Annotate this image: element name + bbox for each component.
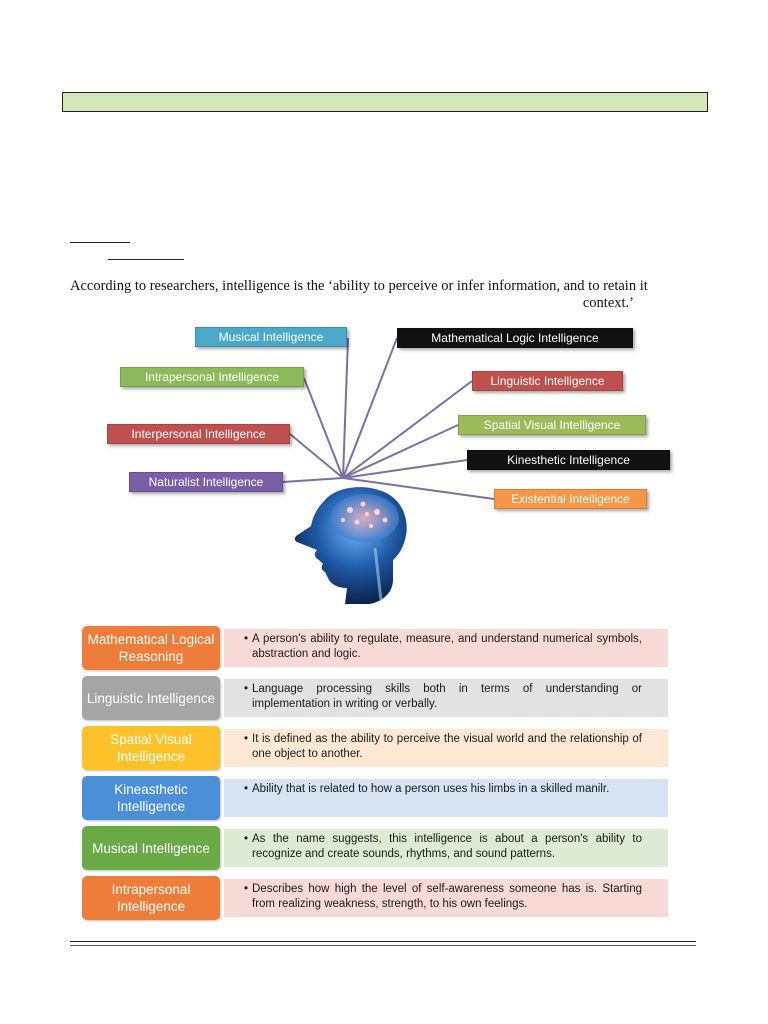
intro-line-1: According to researchers, intelligence i… [70,278,648,294]
row-badge-spatial: Spatial Visual Intelligence [82,726,220,770]
row-description: As the name suggests, this intelligence … [224,829,668,867]
table-row: Linguistic Intelligence Language process… [82,676,668,720]
heading-underline-2 [108,259,184,260]
brain-head-image [285,480,415,605]
label-spatial: Spatial Visual Intelligence [458,415,646,435]
connector-kinesthetic [342,459,468,479]
header-bar [62,92,708,112]
label-naturalist: Naturalist Intelligence [129,472,283,492]
footer-rule [70,941,696,942]
intelligence-diagram: Musical Intelligence Intrapersonal Intel… [0,320,768,610]
row-description: Ability that is related to how a person … [224,779,668,817]
row-description: Describes how high the level of self-awa… [224,879,668,917]
connector-naturalist [282,477,344,483]
table-row: Mathematical Logical Reasoning A person'… [82,626,668,670]
row-badge-intrapersonal: Intrapersonal Intelligence [82,876,220,920]
label-interpersonal: Interpersonal Intelligence [107,424,290,444]
connector-intrapersonal [303,377,344,479]
row-description: A person's ability to regulate, measure,… [224,629,668,667]
row-badge-mathematical: Mathematical Logical Reasoning [82,626,220,670]
label-existential: Existential Intelligence [494,489,647,509]
row-badge-linguistic: Linguistic Intelligence [82,676,220,720]
connector-spatial [342,424,459,479]
label-musical: Musical Intelligence [195,327,347,347]
connector-interpersonal [289,433,344,479]
label-intrapersonal: Intrapersonal Intelligence [120,367,304,387]
row-description: Language processing skills both in terms… [224,679,668,717]
intro-line-2: context.’ [582,295,634,311]
connector-lines [282,337,495,500]
connector-musical [342,337,349,479]
row-description: It is defined as the ability to perceive… [224,729,668,767]
intro-paragraph: According to researchers, intelligence i… [70,278,690,312]
row-badge-kineasthetic: Kineasthetic Intelligence [82,776,220,820]
table-row: Intrapersonal Intelligence Describes how… [82,876,668,920]
label-kinesthetic: Kinesthetic Intelligence [467,450,670,470]
heading-underline-1 [70,242,130,243]
footer-rule-thin [70,945,696,946]
connector-mathematical [342,337,398,479]
label-linguistic: Linguistic Intelligence [472,371,623,391]
row-badge-musical: Musical Intelligence [82,826,220,870]
table-row: Musical Intelligence As the name suggest… [82,826,668,870]
table-row: Spatial Visual Intelligence It is define… [82,726,668,770]
connector-existential [342,477,495,500]
table-row: Kineasthetic Intelligence Ability that i… [82,776,668,820]
label-mathematical: Mathematical Logic Intelligence [397,328,633,348]
connector-linguistic [342,380,473,479]
